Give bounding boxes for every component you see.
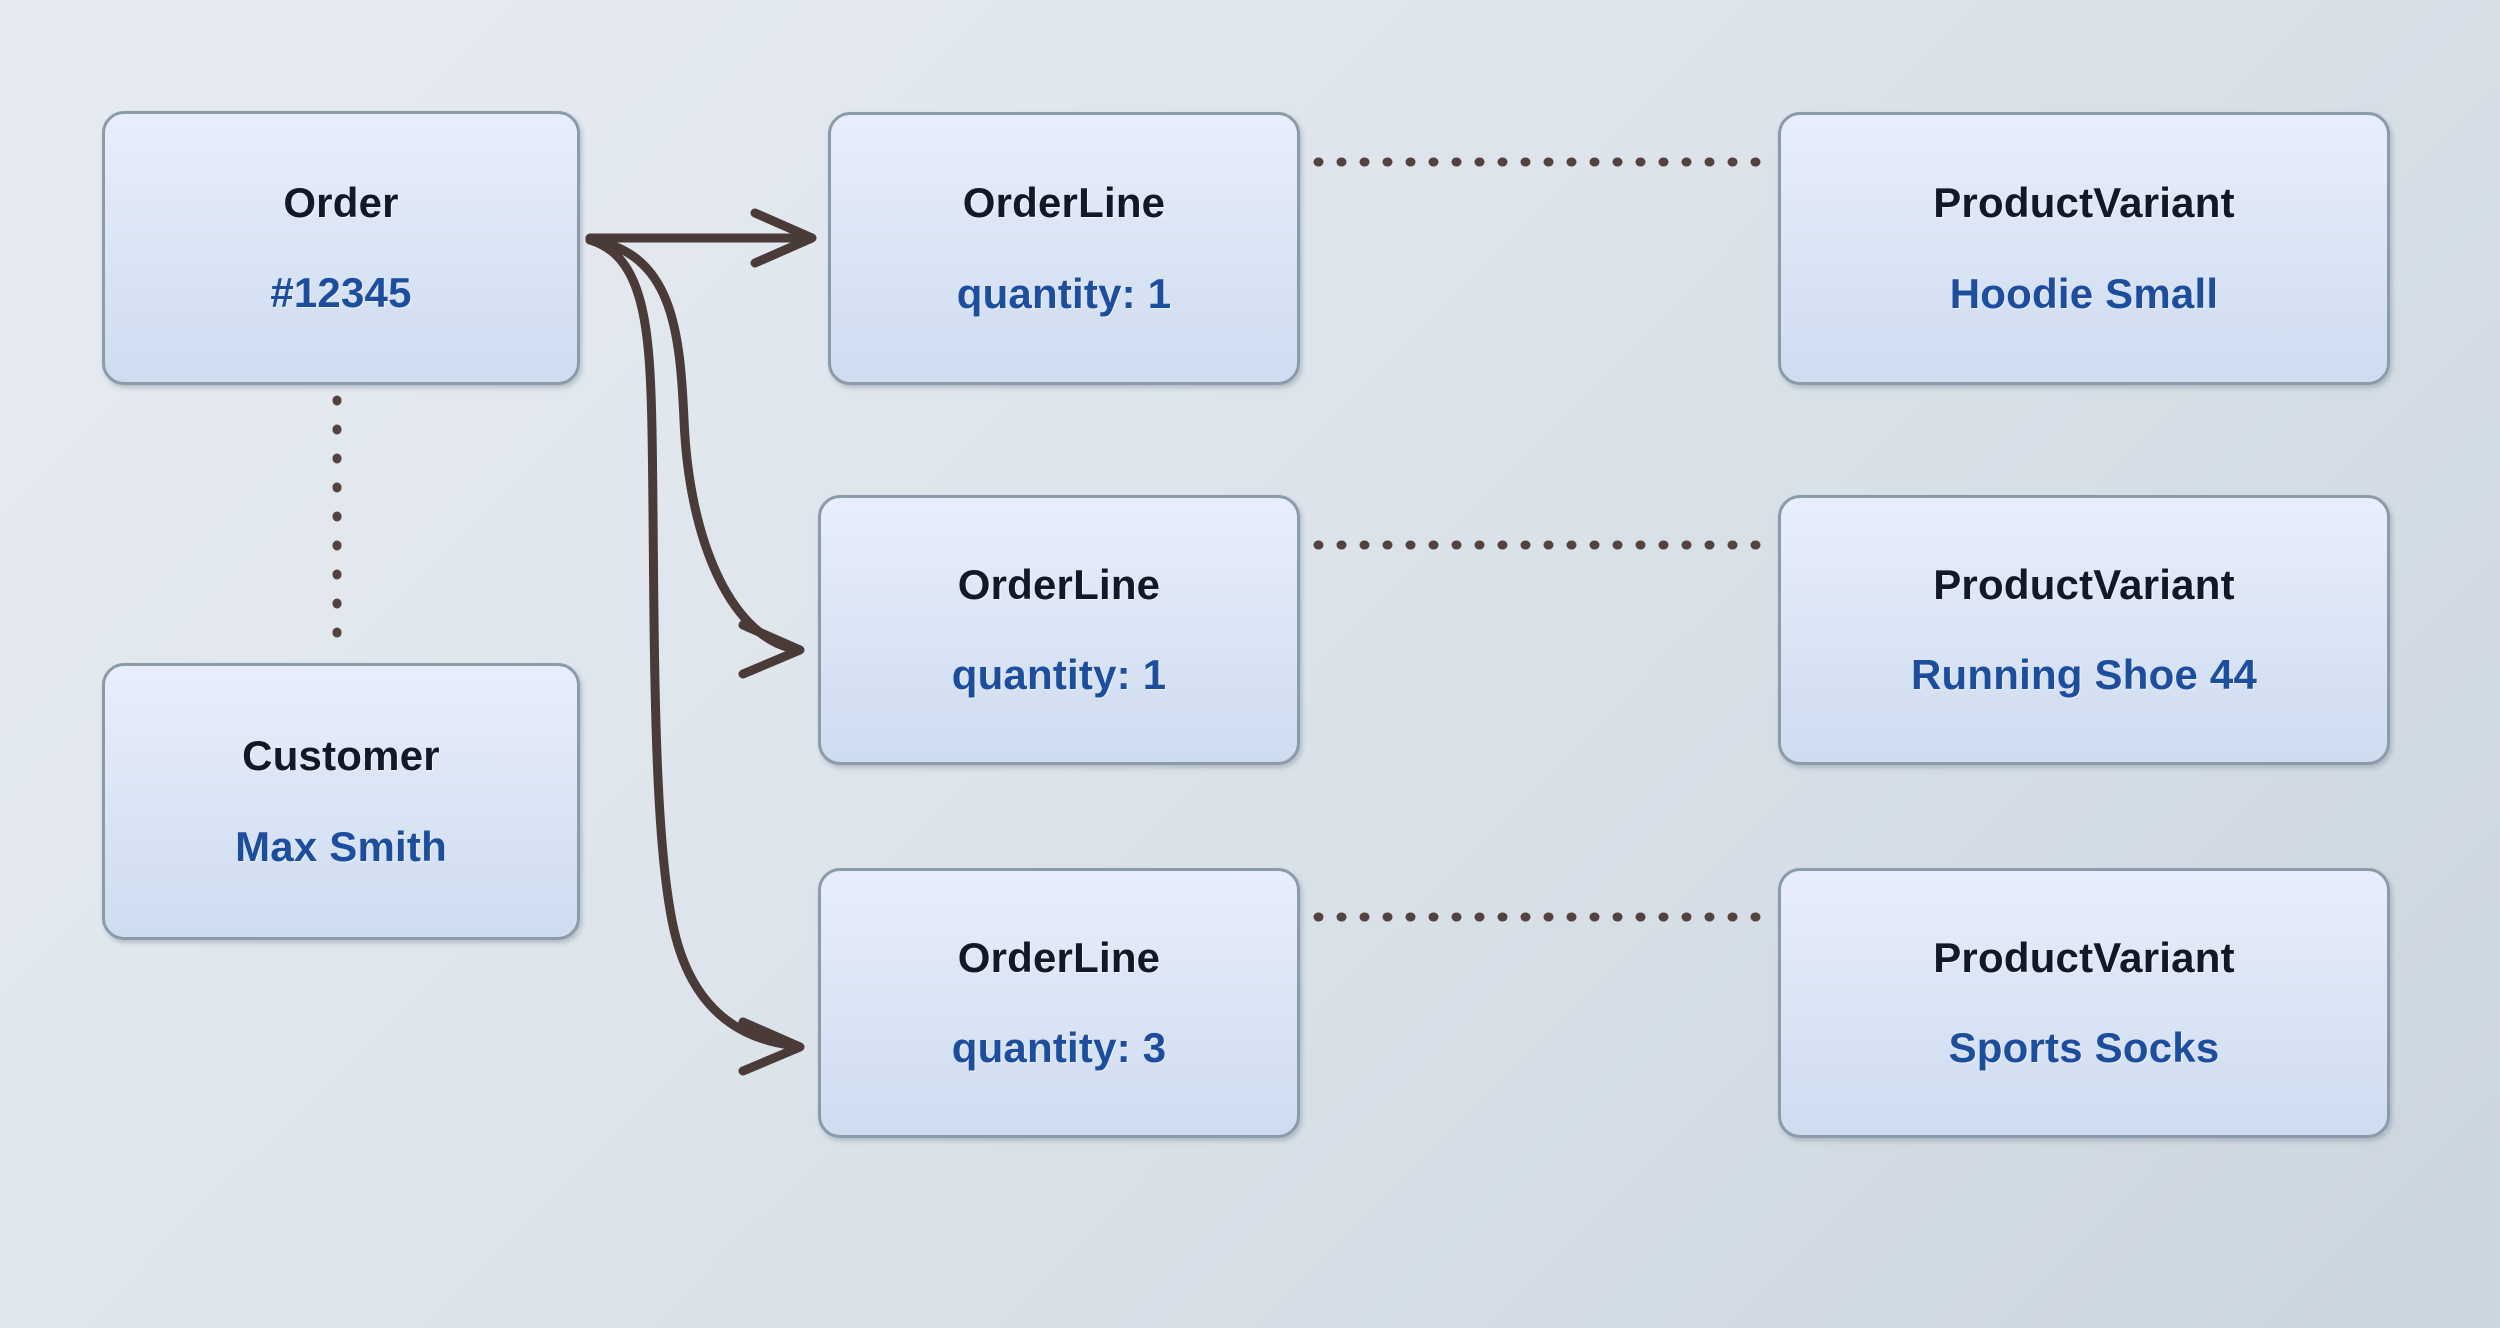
node-productvariant-3-title: ProductVariant: [1933, 933, 2235, 981]
node-customer-subtitle: Max Smith: [235, 822, 447, 870]
node-productvariant-3[interactable]: ProductVariant Sports Socks: [1778, 868, 2390, 1138]
node-order[interactable]: Order #12345: [102, 111, 580, 385]
node-orderline-2-title: OrderLine: [957, 560, 1161, 608]
node-customer-title: Customer: [242, 732, 440, 780]
node-orderline-1-subtitle: quantity: 1: [956, 269, 1172, 317]
node-productvariant-1-title: ProductVariant: [1933, 179, 2235, 227]
node-order-title: Order: [283, 178, 399, 226]
node-orderline-2-subtitle: quantity: 1: [951, 651, 1167, 698]
node-productvariant-1[interactable]: ProductVariant Hoodie Small: [1778, 112, 2390, 385]
edge-order-to-orderline1: [585, 208, 817, 268]
node-orderline-3-title: OrderLine: [957, 933, 1161, 981]
node-orderline-2[interactable]: OrderLine quantity: 1: [818, 495, 1300, 765]
node-productvariant-1-subtitle: Hoodie Small: [1949, 269, 2219, 317]
edge-order-to-orderline3: [585, 235, 805, 1076]
node-productvariant-3-subtitle: Sports Socks: [1948, 1024, 2220, 1071]
node-orderline-3-subtitle: quantity: 3: [951, 1024, 1167, 1071]
node-productvariant-2-subtitle: Running Shoe 44: [1910, 651, 2257, 698]
node-customer[interactable]: Customer Max Smith: [102, 663, 580, 940]
node-order-subtitle: #12345: [270, 269, 412, 316]
node-orderline-1-title: OrderLine: [962, 179, 1166, 227]
node-productvariant-2-title: ProductVariant: [1933, 560, 2235, 608]
node-orderline-1[interactable]: OrderLine quantity: 1: [828, 112, 1300, 385]
node-orderline-3[interactable]: OrderLine quantity: 3: [818, 868, 1300, 1138]
node-productvariant-2[interactable]: ProductVariant Running Shoe 44: [1778, 495, 2390, 765]
edge-order-to-orderline2: [585, 235, 805, 679]
